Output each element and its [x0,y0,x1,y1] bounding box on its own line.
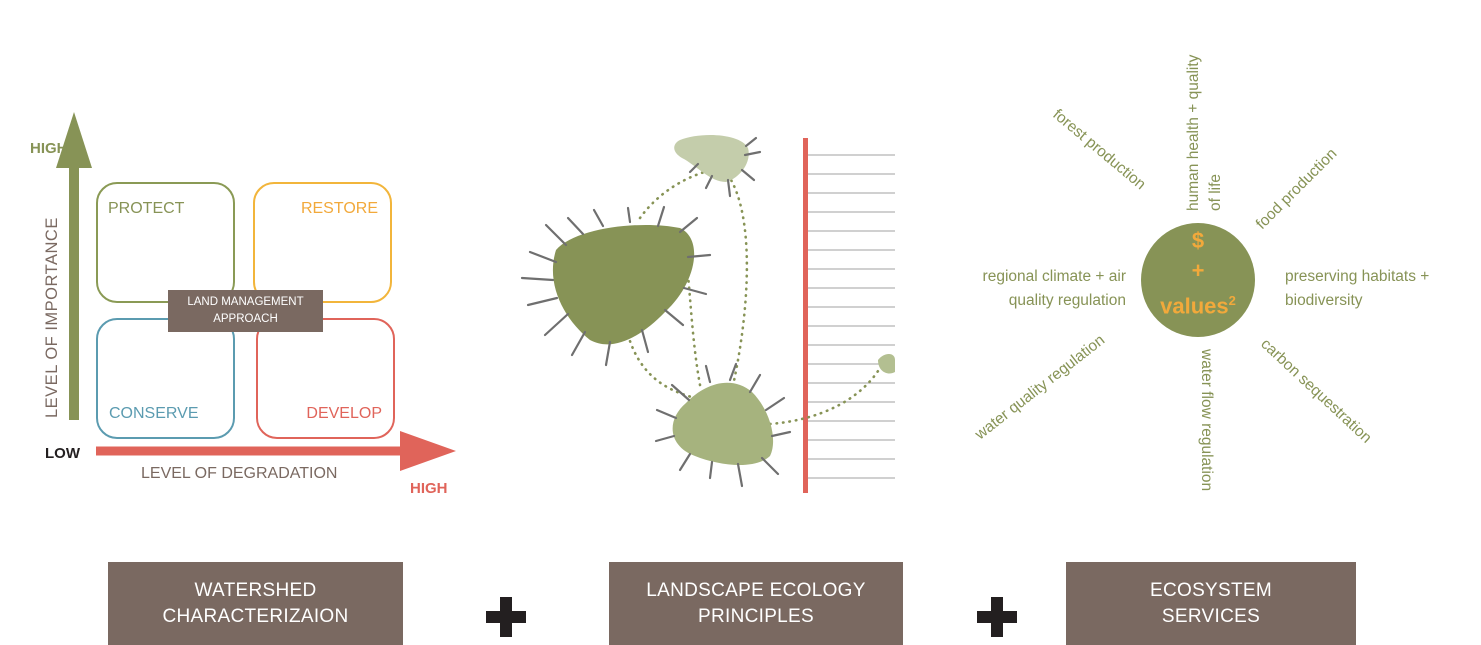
boundary-line [803,138,808,493]
box2-line1: LANDSCAPE ECOLOGY [646,579,866,601]
patch-edges-large [520,205,712,367]
edge-lines [806,154,895,479]
x-high-label: HIGH [410,480,448,497]
services-center-text: $ + values2 [1150,226,1246,321]
box3-line2: SERVICES [1161,605,1261,627]
dollar-symbol: $ [1191,228,1205,253]
services-center-circle [1141,223,1255,337]
box3-line1: ECOSYSTEM [1150,579,1272,601]
quadrant-conserve [96,318,235,439]
medium-habitat-patch [672,382,774,466]
small-habitat-patch [674,135,749,182]
large-habitat-patch [552,224,695,345]
corridors [626,168,882,426]
land-management-matrix: HIGH LEVEL OF IMPORTANCE LOW HIGH LEVEL … [30,112,456,497]
values-label: values2 [1150,286,1246,321]
importance-arrow-head [56,112,92,168]
box2-line2: PRINCIPLES [698,605,814,627]
degradation-arrow-head [400,431,456,471]
box1-line2: CHARACTERIZAION [162,605,349,627]
quadrant-develop [256,318,395,439]
land-management-approach-label: LAND MANAGEMENT APPROACH [168,290,323,332]
box1-line1: WATERSHED [194,579,317,601]
spoke-climate-2: quality regulation [1009,292,1126,309]
develop-label: DEVELOP [306,405,382,422]
values-text: values [1160,293,1229,319]
plus-icon-2 [977,597,1017,637]
spoke-carbon: carbon sequestration [1257,335,1374,446]
center-plus: + [1191,258,1205,283]
tiny-habitat-patch [878,354,895,374]
spoke-climate-1: regional climate + air [983,268,1126,285]
y-high-label: HIGH [30,140,68,157]
landscape-ecology-diagram [520,135,895,493]
quadrant-protect [96,182,235,303]
spoke-habitats-1: preserving habitats + [1285,268,1429,285]
spoke-forest-production: forest production [1049,106,1148,193]
spoke-human-health-1: human health + quality [1185,54,1202,211]
ecosystem-services-box: ECOSYSTEM SERVICES [1066,562,1356,645]
spoke-food-production: food production [1253,145,1341,233]
conserve-label: CONSERVE [109,405,199,422]
y-axis-label: LEVEL OF IMPORTANCE [43,217,61,418]
land-management-line2: APPROACH [213,313,278,325]
plus-icon-1 [486,597,526,637]
x-axis-label: LEVEL OF DEGRADATION [141,465,337,482]
spoke-human-health-2: of life [1207,174,1224,211]
land-management-line1: LAND MANAGEMENT [187,296,304,308]
values-superscript: 2 [1228,293,1236,308]
low-label: LOW [45,445,81,462]
spoke-habitats-2: biodiversity [1285,292,1363,309]
spoke-water-quality: water quality regulation [971,332,1108,444]
patch-edges-small [688,136,762,198]
landscape-ecology-box: LANDSCAPE ECOLOGY PRINCIPLES [609,562,903,645]
restore-label: RESTORE [301,200,378,217]
watershed-characterization-box: WATERSHED CHARACTERIZAION [108,562,403,645]
protect-label: PROTECT [108,200,185,217]
spoke-water-flow: water flow regulation [1198,348,1215,491]
patch-edges-medium [654,362,792,488]
